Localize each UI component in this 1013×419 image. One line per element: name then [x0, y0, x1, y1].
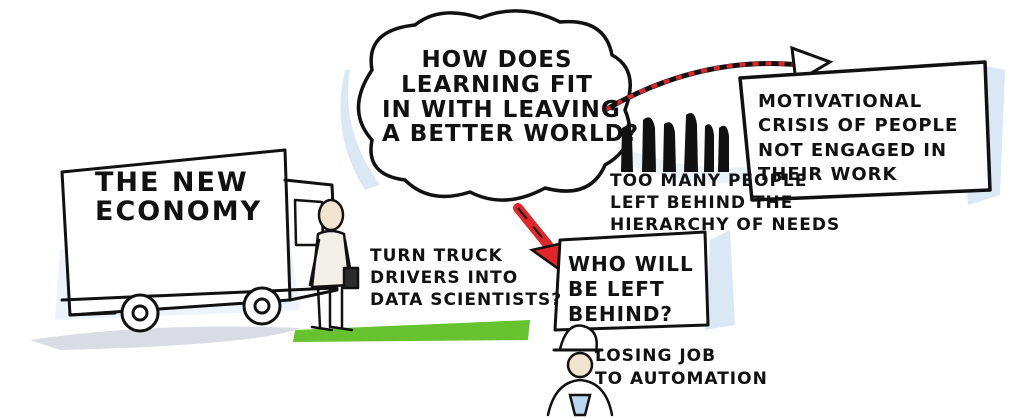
- man-figure: [308, 198, 360, 332]
- left-behind-text: Who will be left behind?: [568, 252, 694, 326]
- people-note: Too many people left behind the hierarch…: [610, 171, 841, 236]
- crowd-figures: [621, 112, 729, 172]
- grass-strip: [293, 320, 530, 342]
- ground-shadow: [30, 326, 300, 350]
- motivational-text: Motivational crisis of people not engage…: [758, 91, 959, 185]
- motivational-box: [738, 60, 992, 202]
- worker-with-hardhat: [546, 324, 614, 417]
- truck-drawing: [60, 148, 339, 333]
- truck-driver-note: Turn truck drivers into data scientists?: [370, 246, 563, 311]
- automation-note: Losing job to automation: [595, 346, 768, 389]
- cloud-question: How does learning fit in with leaving a …: [382, 47, 640, 148]
- truck-label: The New Economy: [95, 167, 263, 228]
- left-behind-box: [553, 230, 710, 332]
